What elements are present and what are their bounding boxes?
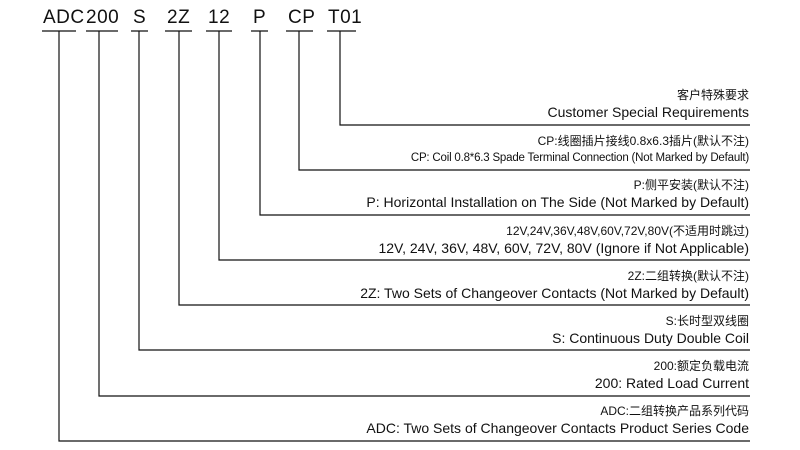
desc-12-cn: 12V,24V,36V,48V,60V,72V,80V(不适用时跳过)	[506, 224, 749, 238]
leader-line-2z	[178, 31, 750, 306]
desc-t01-cn: 客户特殊要求	[676, 88, 749, 102]
leader-line-p	[259, 31, 750, 216]
code-p: P	[253, 7, 267, 28]
desc-s-cn: S:长时型双线圈	[665, 314, 749, 328]
leader-line-adc	[58, 31, 750, 442]
desc-s-en: S: Continuous Duty Double Coil	[552, 330, 749, 346]
desc-200-cn: 200:额定负载电流	[653, 359, 749, 373]
code-cp: CP	[288, 7, 316, 28]
desc-t01-en: Customer Special Requirements	[547, 104, 749, 120]
desc-p-cn: P:侧平安装(默认不注)	[633, 178, 749, 192]
desc-2z-cn: 2Z:二组转换(默认不注)	[627, 269, 749, 283]
code-200: 200	[86, 7, 120, 28]
desc-12-en: 12V, 24V, 36V, 48V, 60V, 72V, 80V (Ignor…	[378, 240, 749, 256]
desc-cp-en: CP: Coil 0.8*6.3 Spade Terminal Connecti…	[410, 152, 749, 164]
code-adc: ADC	[43, 7, 85, 28]
code-t01: T01	[328, 7, 363, 28]
leader-line-cp	[298, 31, 750, 171]
desc-adc-en: ADC: Two Sets of Changeover Contacts Pro…	[366, 420, 749, 436]
desc-200-en: 200: Rated Load Current	[594, 375, 749, 391]
desc-adc-cn: ADC:二组转换产品系列代码	[600, 404, 749, 418]
desc-2z-en: 2Z: Two Sets of Changeover Contacts (Not…	[360, 285, 749, 301]
desc-p-en: P: Horizontal Installation on The Side (…	[366, 194, 749, 210]
leader-line-t01	[339, 31, 750, 126]
code-12: 12	[208, 7, 231, 28]
leader-line-12	[218, 31, 750, 261]
leader-line-200	[98, 31, 750, 397]
leader-line-s	[138, 31, 750, 351]
code-2z: 2Z	[167, 7, 191, 28]
desc-cp-cn: CP:线圈插片接线0.8x6.3插片(默认不注)	[537, 134, 749, 148]
code-s: S	[133, 7, 147, 28]
